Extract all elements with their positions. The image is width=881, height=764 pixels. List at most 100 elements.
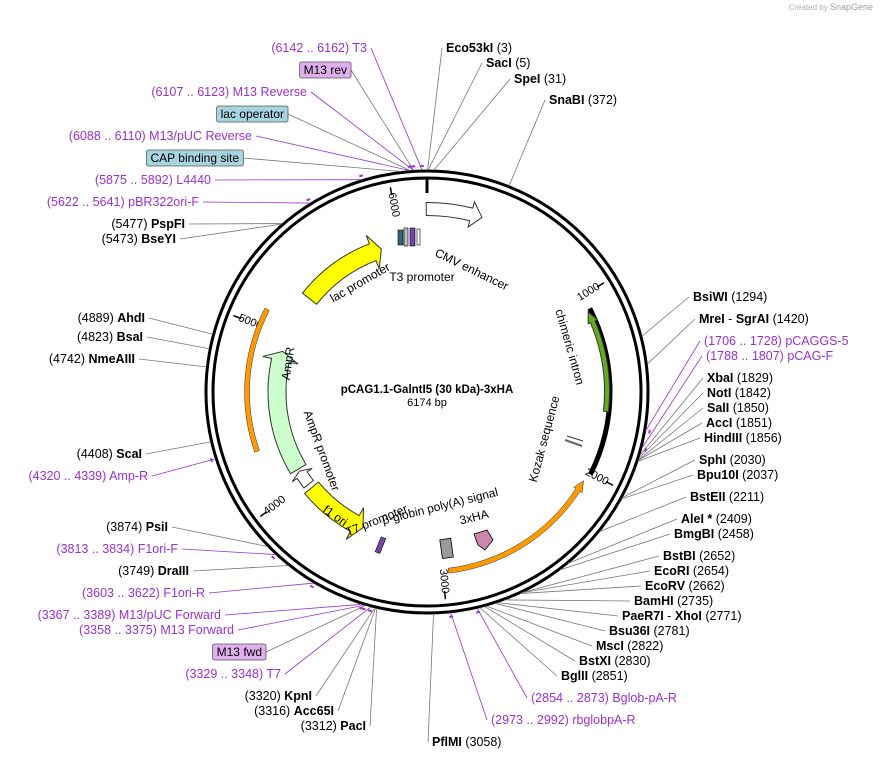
site-label-f1ori-r[interactable]: (3603 .. 3622) F1ori-R <box>82 586 205 600</box>
site-label-psii[interactable]: (3874) PsiI <box>106 520 168 534</box>
polya-box <box>439 537 454 560</box>
site-label-l4440[interactable]: (5875 .. 5892) L4440 <box>95 173 211 187</box>
site-label-bpu10i[interactable]: Bpu10I (2037) <box>697 468 778 482</box>
plasmid-name: pCAG1.1-GalntI5 (30 kDa)-3xHA <box>341 384 514 396</box>
svg-text:(6088 .. 6110) M13/pUC Revers: (6088 .. 6110) M13/pUC Reverse <box>69 129 252 143</box>
site-label-hindiii[interactable]: HindIII (1856) <box>704 431 782 445</box>
tick-4000 <box>259 511 268 518</box>
site-label-msci[interactable]: MscI (2822) <box>596 639 663 653</box>
site-label-f1ori-f[interactable]: (3813 .. 3834) F1ori-F <box>56 542 178 556</box>
site-label-m13-puc-forward[interactable]: (3367 .. 3389) M13/pUC Forward <box>38 608 221 622</box>
site-label-alei-[interactable]: AleI * (2409) <box>681 512 752 526</box>
site-label-xbai[interactable]: XbaI (1829) <box>707 371 773 385</box>
site-label-pbr322ori-f[interactable]: (5622 .. 5641) pBR322ori-F <box>47 195 200 209</box>
leader-line <box>427 47 443 171</box>
site-label-sali[interactable]: SalI (1850) <box>707 401 769 415</box>
t3-box <box>416 228 421 246</box>
site-label-rbglobpa-r[interactable]: (2973 .. 2992) rbglobpA-R <box>491 713 636 727</box>
svg-text:PflMI (3058): PflMI (3058) <box>432 735 501 749</box>
site-label-bseyi[interactable]: (5473) BseYI <box>102 232 176 246</box>
site-label-bsai[interactable]: (4823) BsaI <box>77 330 143 344</box>
site-label-paer7i[interactable]: PaeR7I - XhoI (2771) <box>622 609 742 623</box>
site-label-pcaggs-5[interactable]: (1706 .. 1728) pCAGGS-5 <box>704 334 849 348</box>
primer-mark <box>648 429 651 434</box>
site-label-saci[interactable]: SacI (5) <box>486 56 530 70</box>
primer-mark <box>367 609 372 613</box>
site-label-m13-rev[interactable]: M13 rev <box>299 61 352 79</box>
site-label-acc65i[interactable]: (3316) Acc65I <box>254 704 334 718</box>
site-label-paci[interactable]: (3312) PacI <box>301 719 366 733</box>
site-label-m13-fwd[interactable]: M13 fwd <box>212 643 267 661</box>
site-label-bstbi[interactable]: BstBI (2652) <box>663 549 735 563</box>
site-labels: (6142 .. 6162) T3 M13 rev (6107 .. 6123) M… <box>28 41 848 749</box>
site-label-bsu36i[interactable]: Bsu36I (2781) <box>609 624 690 638</box>
leader-line <box>427 613 434 743</box>
site-label-m13-forward[interactable]: (3358 .. 3375) M13 Forward <box>79 623 234 637</box>
svg-text:(5473) BseYI: (5473) BseYI <box>102 232 176 246</box>
site-label-acci[interactable]: AccI (1851) <box>706 416 772 430</box>
leader-line <box>637 437 701 462</box>
t7-box <box>374 536 387 554</box>
leader-line <box>494 602 606 632</box>
svg-text:BstEII (2211): BstEII (2211) <box>690 490 764 504</box>
site-label-bstxi[interactable]: BstXI (2830) <box>579 654 651 668</box>
leader-line <box>638 407 704 461</box>
kozak-mark <box>564 439 583 447</box>
site-label-ahdi[interactable]: (4889) AhdI <box>78 311 145 325</box>
svg-text:Eco53kI (3): Eco53kI (3) <box>446 41 512 55</box>
svg-text:EcoRI (2654): EcoRI (2654) <box>654 564 729 578</box>
leader-line <box>622 459 696 498</box>
kozak-mark-2 <box>566 435 584 442</box>
leader-line <box>350 69 415 171</box>
site-label-pflmi[interactable]: PflMI (3058) <box>432 735 501 749</box>
site-label-noti[interactable]: NotI (1842) <box>707 386 771 400</box>
leader-line <box>181 548 276 555</box>
site-label-amp-r[interactable]: (4320 .. 4339) Amp-R <box>28 469 148 483</box>
site-label-eco53ki[interactable]: Eco53kI (3) <box>446 41 512 55</box>
svg-text:M13 rev: M13 rev <box>304 63 347 77</box>
site-label-m13-reverse[interactable]: (6107 .. 6123) M13 Reverse <box>151 85 307 99</box>
leader-line <box>521 570 651 594</box>
site-label-lac-operator[interactable]: lac operator <box>216 105 289 123</box>
site-label-sphi[interactable]: SphI (2030) <box>699 453 766 467</box>
site-label-m13-puc-reverse[interactable]: (6088 .. 6110) M13/pUC Reverse <box>69 129 252 143</box>
svg-text:(6107 .. 6123) M13 Reverse: (6107 .. 6123) M13 Reverse <box>151 85 307 99</box>
site-label-snabi[interactable]: SnaBI (372) <box>549 93 617 107</box>
m13rev-box <box>409 227 416 247</box>
site-label-kpni[interactable]: (3320) KpnI <box>245 689 312 703</box>
site-label-pcag-f[interactable]: (1788 .. 1807) pCAG-F <box>706 349 834 363</box>
site-label-nmeaiii[interactable]: (4742) NmeAIII <box>49 352 135 366</box>
leader-line <box>151 458 216 477</box>
feature-f_orange1 <box>447 480 584 574</box>
tick-5000 <box>233 314 242 320</box>
site-label-bsteii[interactable]: BstEII (2211) <box>690 490 764 504</box>
site-label-spei[interactable]: SpeI (31) <box>514 72 566 86</box>
site-label-scai[interactable]: (4408) ScaI <box>77 447 142 461</box>
svg-text:SacI (5): SacI (5) <box>486 56 530 70</box>
site-label-pspfi[interactable]: (5477) PspFI <box>111 217 185 231</box>
site-label-bsiwi[interactable]: BsiWI (1294) <box>693 290 767 304</box>
leader-line <box>337 607 377 712</box>
site-label-draiii[interactable]: (3749) DraIII <box>118 564 189 578</box>
feature-label: chimeric intron <box>552 307 587 386</box>
leader-line <box>641 355 703 449</box>
site-label-ecori[interactable]: EcoRI (2654) <box>654 564 729 578</box>
svg-text:(3312) PacI: (3312) PacI <box>301 719 366 733</box>
site-label-bamhi[interactable]: BamHI (2735) <box>634 594 713 608</box>
leader-line <box>284 606 372 675</box>
site-label-bglii[interactable]: BglII (2851) <box>561 669 628 683</box>
svg-text:CAP binding site: CAP binding site <box>151 151 240 165</box>
svg-text:(5875 .. 5892) L4440: (5875 .. 5892) L4440 <box>95 173 211 187</box>
site-label-bmgbi[interactable]: BmgBI (2458) <box>674 527 754 541</box>
site-label-cap-binding-site[interactable]: CAP binding site <box>146 149 244 167</box>
leader-line <box>521 555 660 593</box>
site-label-ecorv[interactable]: EcoRV (2662) <box>645 579 725 593</box>
site-label-bglob-pa-r[interactable]: (2854 .. 2873) Bglob-pA-R <box>531 691 677 705</box>
svg-text:(2854 .. 2873) Bglob-pA-R: (2854 .. 2873) Bglob-pA-R <box>531 691 677 705</box>
leader-line <box>520 585 642 594</box>
site-label-t7[interactable]: (3329 .. 3348) T7 <box>185 667 281 681</box>
leader-line <box>508 99 546 186</box>
leader-line <box>559 533 671 571</box>
site-label-mrei[interactable]: MreI - SgrAI (1420) <box>699 312 809 326</box>
site-label-t3[interactable]: (6142 .. 6162) T3 <box>271 41 367 55</box>
